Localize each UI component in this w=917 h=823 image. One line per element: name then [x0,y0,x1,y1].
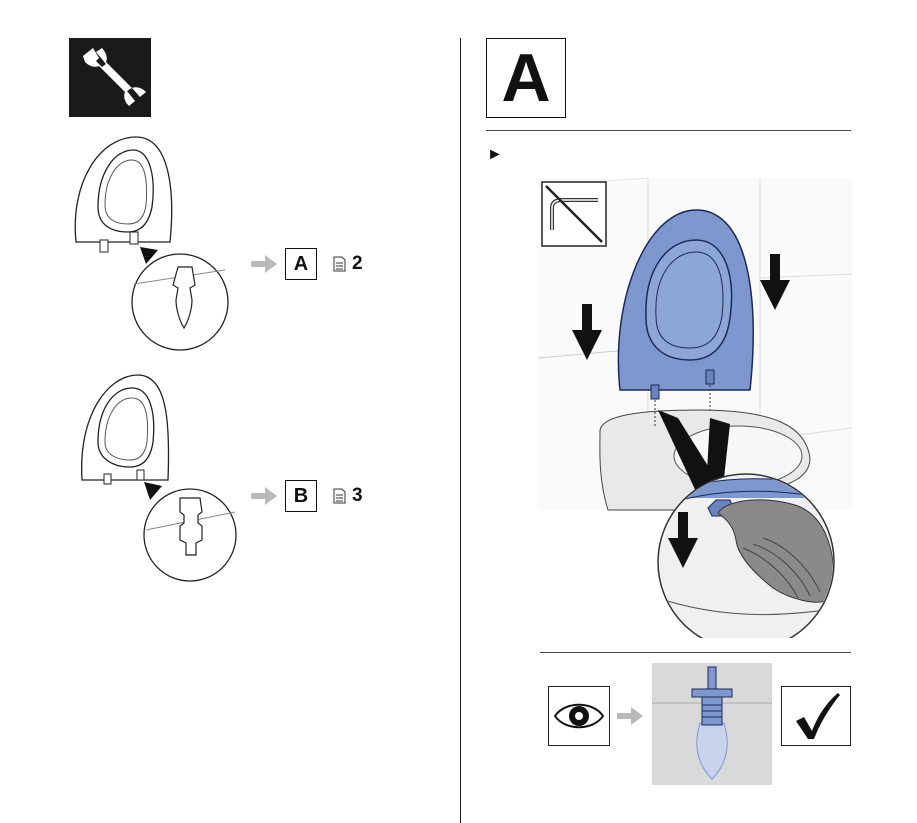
checkmark-icon [796,693,840,739]
page-icon [333,256,346,272]
option-a-page-number: 2 [352,253,363,274]
wrench-icon [83,48,146,106]
check-box [781,686,851,746]
eye-box [548,686,610,746]
seat-illustration-b [81,374,237,582]
eye-icon [553,703,605,729]
option-a-ref[interactable]: A 2 [251,248,363,280]
arrow-right-icon [251,487,277,505]
option-b-page-number: 3 [352,485,363,506]
option-b-ref[interactable]: B 3 [251,480,363,512]
section-rule [486,130,851,131]
option-b-letter: B [293,484,309,507]
option-b-letter-box: B [285,480,317,512]
option-a-letter-box: A [285,248,317,280]
arrow-right-icon [617,707,643,725]
option-a-letter: A [293,252,309,275]
tool-tile [69,38,151,117]
column-divider [460,38,461,823]
no-allen-key-icon [541,181,607,247]
page-icon [333,488,346,504]
seat-illustration-a [74,136,229,351]
section-letter: A [501,40,551,116]
arrow-right-icon [251,255,277,273]
result-rule [540,652,851,653]
seat-install-illustration [538,178,852,638]
step-marker: ► [487,146,503,163]
section-letter-box: A [486,38,566,118]
hinge-check-panel [652,663,772,785]
